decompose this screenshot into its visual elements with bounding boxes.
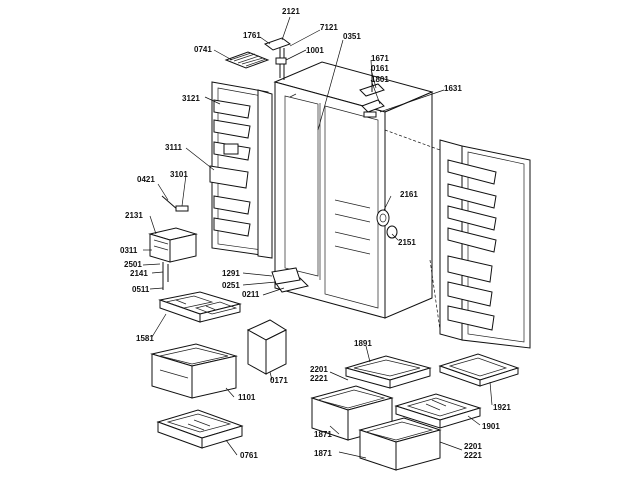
label-0171: 0171 (270, 376, 288, 385)
leader-lines (142, 16, 493, 459)
label-1581: 1581 (136, 334, 154, 343)
label-2201-b: 2201 (464, 442, 482, 451)
drawer-1101 (150, 343, 238, 399)
label-2161: 2161 (400, 190, 418, 199)
label-1631: 1631 (444, 84, 462, 93)
label-0421: 0421 (137, 175, 155, 184)
top-hinges (263, 37, 385, 118)
label-2151: 2151 (398, 238, 416, 247)
label-2501: 2501 (124, 260, 142, 269)
label-3101: 3101 (170, 170, 188, 179)
shelf-0761 (156, 409, 244, 449)
shelf-1581 (158, 291, 242, 323)
label-3111: 3111 (165, 143, 182, 152)
label-0511: 0511 (132, 285, 150, 294)
label-0161: 0161 (371, 64, 389, 73)
freezer-door (209, 81, 273, 259)
ice-parts (148, 195, 198, 290)
label-1761: 1761 (243, 31, 261, 40)
label-0311: 0311 (120, 246, 138, 255)
label-3121: 3121 (182, 94, 200, 103)
label-1671: 1671 (371, 54, 389, 63)
label-1001: 1001 (306, 46, 324, 55)
label-2131: 2131 (125, 211, 143, 220)
label-7121: 7121 (320, 23, 338, 32)
drawer-1871-b (358, 417, 442, 471)
fresh-food-door (439, 139, 531, 349)
label-0251: 0251 (222, 281, 240, 290)
label-1901: 1901 (482, 422, 500, 431)
label-2221-b: 2221 (464, 451, 482, 460)
label-0761: 0761 (240, 451, 258, 460)
label-1871-a: 1871 (314, 430, 332, 439)
cover-1901 (394, 393, 482, 429)
label-0351: 0351 (343, 32, 361, 41)
label-2221-a: 2221 (310, 374, 328, 383)
label-2141: 2141 (130, 269, 148, 278)
label-1801: 1801 (371, 75, 389, 84)
label-1291: 1291 (222, 269, 240, 278)
cabinet (273, 61, 441, 331)
label-2201-a: 2201 (310, 365, 328, 374)
grille-0741 (224, 51, 270, 69)
label-1871-b: 1871 (314, 449, 332, 458)
label-2121: 2121 (282, 7, 300, 16)
label-1101: 1101 (238, 393, 256, 402)
part-labels: 2121 7121 1761 1001 0351 0741 1671 0161 … (120, 7, 511, 460)
label-0211: 0211 (242, 290, 260, 299)
shelf-1921 (438, 353, 520, 387)
center-parts (271, 209, 398, 285)
label-0741: 0741 (194, 45, 212, 54)
label-1891: 1891 (354, 339, 372, 348)
cover-1891 (344, 355, 432, 389)
cover-0171 (246, 319, 288, 375)
label-1921: 1921 (493, 403, 511, 412)
